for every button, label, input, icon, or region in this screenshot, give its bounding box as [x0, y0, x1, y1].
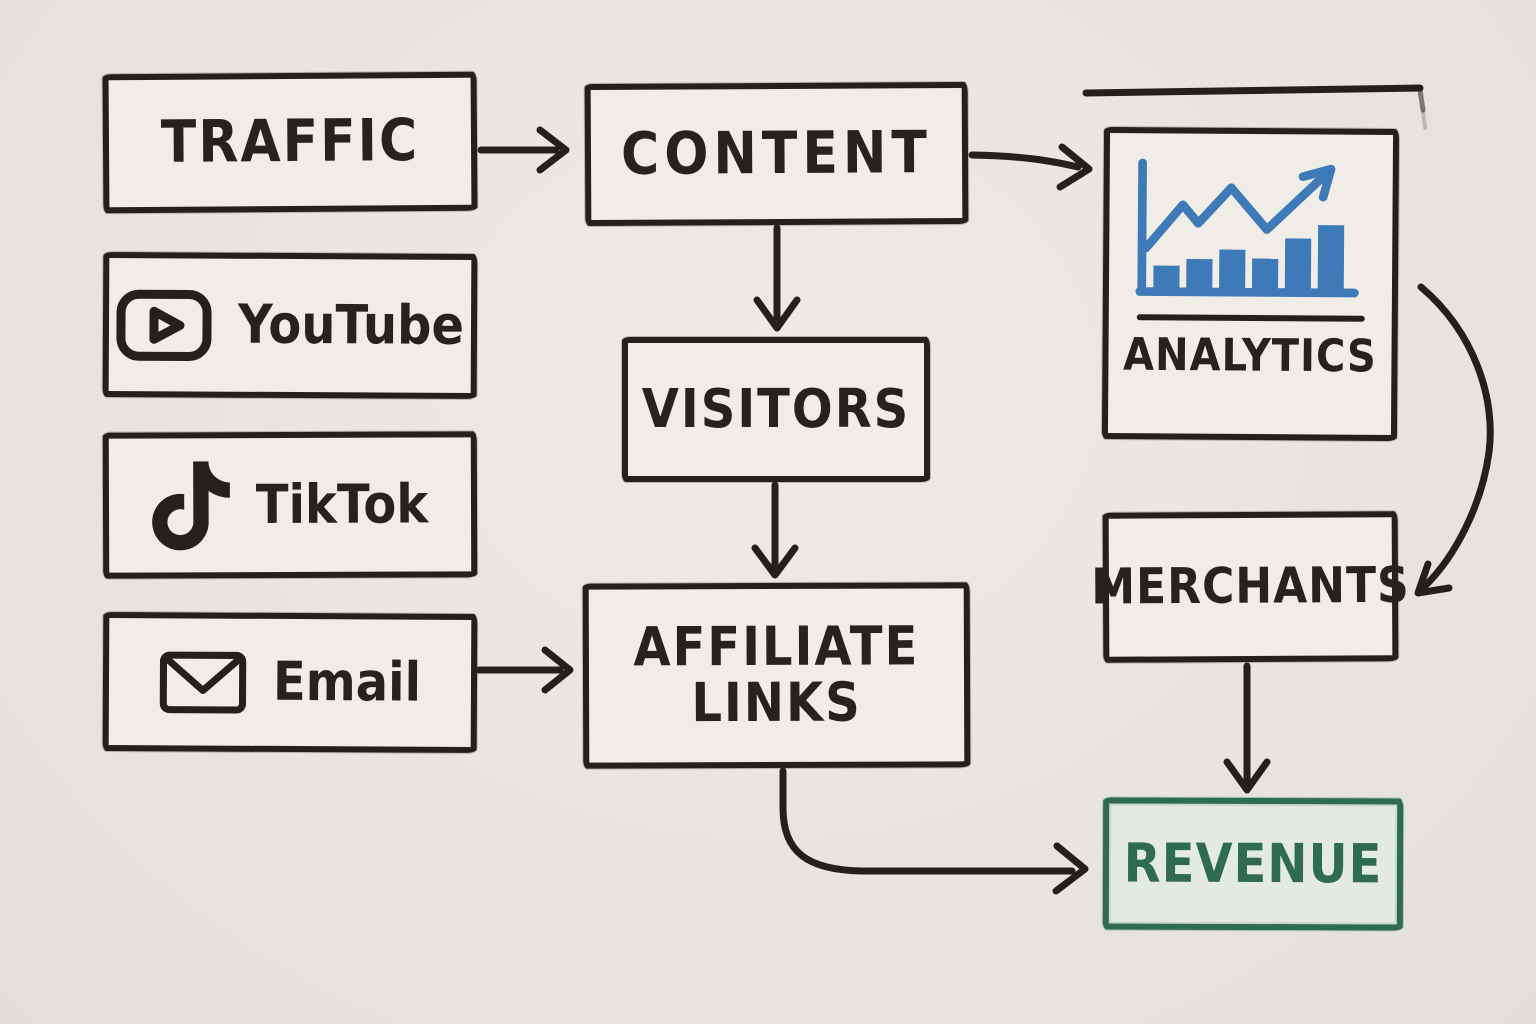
- node-affiliate-links: AFFILIATE LINKS: [582, 582, 971, 769]
- frame-line: [1082, 84, 1427, 130]
- bar-line-chart-icon: [1125, 155, 1376, 302]
- youtube-label: YouTube: [237, 293, 465, 358]
- traffic-label: TRAFFIC: [160, 107, 420, 177]
- arrow-analytics-merchants: [1414, 283, 1494, 597]
- arrow-visitors-affiliate: [751, 481, 799, 579]
- visitors-label: VISITORS: [641, 377, 911, 441]
- node-revenue: REVENUE: [1102, 797, 1404, 931]
- affiliate-links-label: AFFILIATE LINKS: [633, 615, 920, 736]
- analytics-label: ANALYTICS: [1122, 329, 1378, 383]
- node-youtube: YouTube: [102, 252, 478, 399]
- arrow-content-visitors: [753, 224, 801, 332]
- revenue-label: REVENUE: [1123, 831, 1383, 896]
- envelope-icon: [159, 650, 247, 714]
- node-analytics: ANALYTICS: [1101, 126, 1400, 442]
- node-merchants: MERCHANTS: [1091, 511, 1410, 663]
- email-label: Email: [272, 650, 422, 715]
- node-email: Email: [102, 612, 478, 753]
- analytics-divider: [1136, 314, 1365, 322]
- tiktok-label: TikTok: [255, 472, 429, 537]
- arrow-affiliate-revenue: [779, 767, 1089, 895]
- youtube-play-icon: [116, 289, 212, 362]
- merchants-label: MERCHANTS: [1091, 556, 1410, 616]
- arrow-traffic-content: [477, 126, 570, 174]
- node-visitors: VISITORS: [622, 337, 930, 482]
- node-tiktok: TikTok: [102, 431, 478, 579]
- tiktok-note-icon: [151, 460, 230, 550]
- arrow-email-affiliate: [475, 646, 574, 694]
- arrow-content-analytics: [968, 143, 1093, 191]
- arrow-merchants-revenue: [1223, 662, 1271, 794]
- node-traffic: TRAFFIC: [102, 71, 478, 214]
- content-label: CONTENT: [620, 119, 933, 189]
- node-content: CONTENT: [584, 81, 969, 227]
